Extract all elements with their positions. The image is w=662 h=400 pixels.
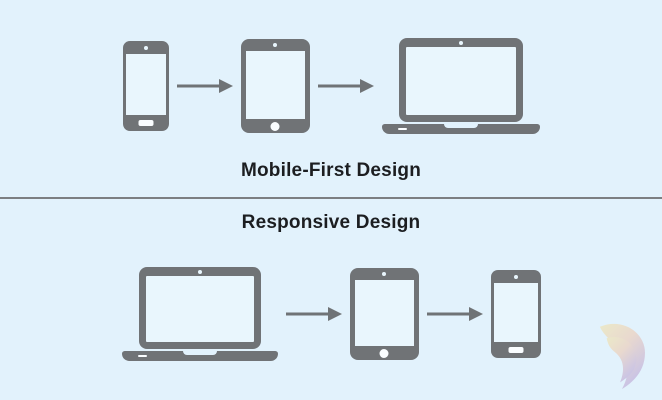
mobile-first-device-row bbox=[0, 38, 662, 134]
smartphone-icon bbox=[490, 270, 541, 358]
laptop-notch bbox=[182, 351, 217, 355]
arrow-right-icon bbox=[317, 79, 374, 93]
laptop-base bbox=[121, 351, 278, 361]
arrow-right-icon bbox=[285, 307, 342, 321]
camera-dot-icon bbox=[513, 275, 518, 279]
home-button-icon bbox=[270, 121, 280, 131]
mobile-first-label: Mobile-First Design bbox=[240, 160, 422, 181]
laptop-screen bbox=[145, 276, 254, 342]
laptop-base bbox=[381, 124, 540, 134]
laptop-indicator bbox=[397, 127, 407, 130]
home-button-icon bbox=[508, 347, 523, 353]
laptop-icon bbox=[381, 38, 540, 134]
phone-screen bbox=[125, 54, 166, 115]
tablet-icon bbox=[240, 39, 310, 133]
home-button-icon bbox=[379, 348, 389, 358]
laptop-icon bbox=[121, 267, 278, 361]
laptop-screen bbox=[405, 47, 516, 115]
phone-screen bbox=[493, 283, 538, 342]
camera-dot-icon bbox=[197, 270, 202, 274]
laptop-lid bbox=[398, 38, 523, 122]
tablet-screen bbox=[245, 51, 305, 119]
responsive-device-row bbox=[0, 266, 662, 362]
tablet-icon bbox=[349, 268, 419, 360]
section-divider bbox=[0, 197, 662, 199]
camera-dot-icon bbox=[143, 46, 148, 50]
laptop-lid bbox=[138, 267, 261, 349]
laptop-notch bbox=[443, 124, 478, 128]
gradient-leaf-logo-icon bbox=[599, 323, 645, 390]
laptop-indicator bbox=[137, 354, 147, 357]
camera-dot-icon bbox=[382, 272, 386, 276]
responsive-label: Responsive Design bbox=[241, 212, 421, 233]
camera-dot-icon bbox=[458, 41, 463, 45]
arrow-right-icon bbox=[426, 307, 483, 321]
camera-dot-icon bbox=[273, 43, 277, 47]
tablet-screen bbox=[354, 280, 414, 346]
arrow-right-icon bbox=[176, 79, 233, 93]
smartphone-icon bbox=[122, 41, 169, 131]
home-button-icon bbox=[138, 120, 153, 126]
